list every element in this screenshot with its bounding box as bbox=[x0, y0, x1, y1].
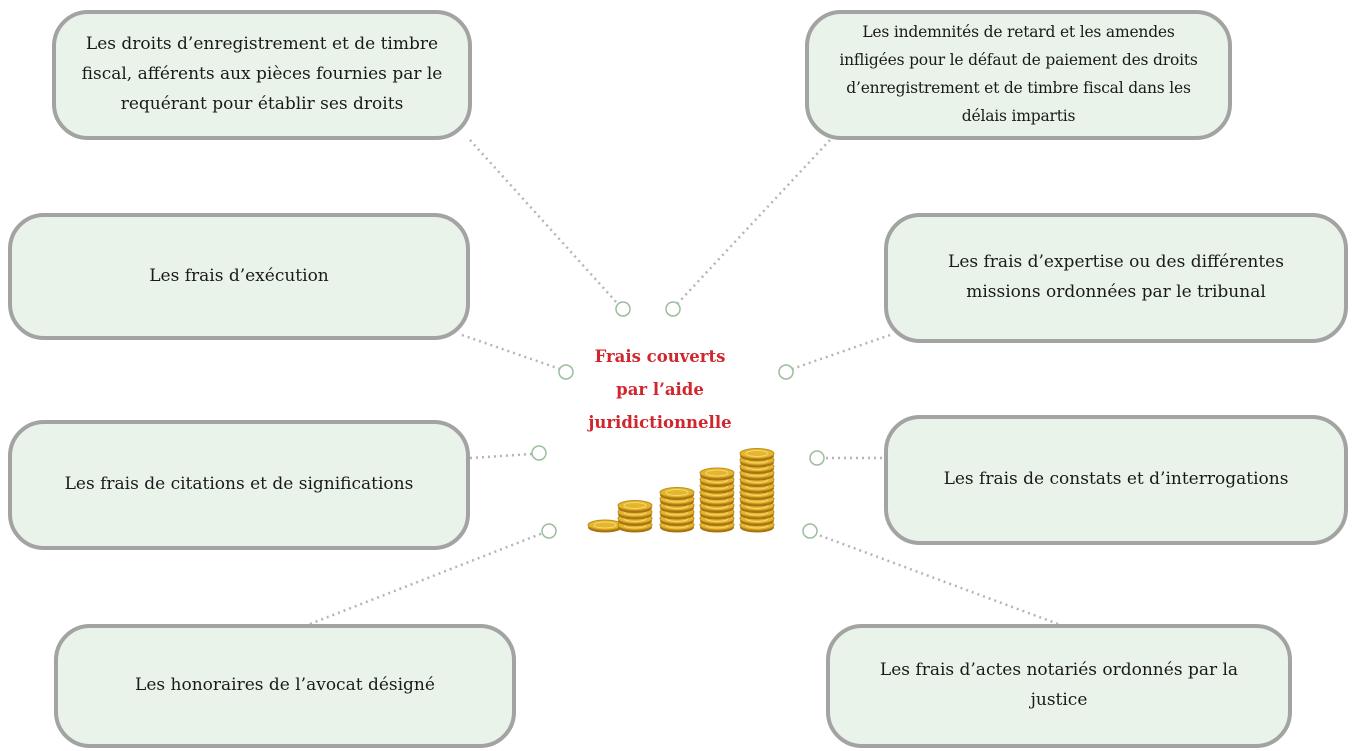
connector-node bbox=[665, 301, 681, 317]
connector-node bbox=[531, 445, 547, 461]
connector-node bbox=[541, 523, 557, 539]
item-low-left: Les frais de citations et de significati… bbox=[8, 420, 470, 550]
item-top-right: Les indemnités de retard et les amendes … bbox=[805, 10, 1232, 140]
item-low-right: Les frais de constats et d’interrogation… bbox=[884, 415, 1348, 545]
center-title-line-2: par l’aide bbox=[616, 380, 704, 399]
item-mid-left-text: Les frais d’exécution bbox=[149, 265, 329, 286]
item-top-right-text: Les indemnités de retard et les amendes … bbox=[839, 23, 1198, 125]
item-low-right-text: Les frais de constats et d’interrogation… bbox=[943, 469, 1289, 490]
item-bottom-left: Les honoraires de l’avocat désigné bbox=[54, 624, 516, 748]
item-mid-left: Les frais d’exécution bbox=[8, 213, 470, 340]
item-low-left-text: Les frais de citations et de significati… bbox=[64, 474, 414, 495]
item-mid-right: Les frais d’expertise ou des différentes… bbox=[884, 213, 1348, 343]
item-mid-right-text: Les frais d’expertise ou des différentes… bbox=[948, 252, 1284, 302]
coin-stacks-icon bbox=[587, 448, 775, 533]
center-title: Frais couverts par l’aide juridictionnel… bbox=[560, 340, 760, 439]
center-title-line-3: juridictionnelle bbox=[588, 413, 732, 432]
connector-node bbox=[802, 523, 818, 539]
connector-node bbox=[778, 364, 794, 380]
item-top-left-text: Les droits d’enregistrement et de timbre… bbox=[81, 34, 443, 114]
item-bottom-right-text: Les frais d’actes notariés ordonnés par … bbox=[879, 660, 1239, 710]
item-top-left: Les droits d’enregistrement et de timbre… bbox=[52, 10, 472, 140]
center-title-line-1: Frais couverts bbox=[594, 347, 726, 366]
connector-node bbox=[558, 364, 574, 380]
item-bottom-right: Les frais d’actes notariés ordonnés par … bbox=[826, 624, 1292, 748]
item-bottom-left-text: Les honoraires de l’avocat désigné bbox=[135, 675, 435, 696]
connector-node bbox=[809, 450, 825, 466]
connector-node bbox=[615, 301, 631, 317]
